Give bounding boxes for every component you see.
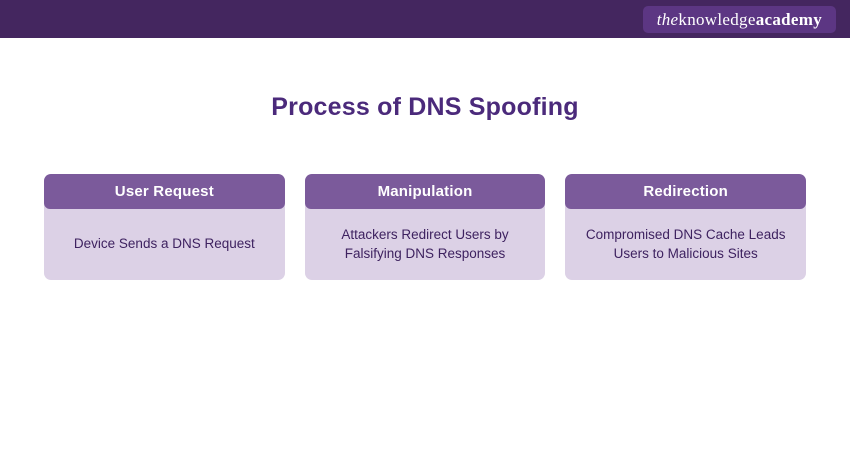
step-card-body: Attackers Redirect Users by Falsifying D…	[341, 227, 509, 261]
top-bar: theknowledgeacademy	[0, 0, 850, 38]
step-card-user-request: User Request Device Sends a DNS Request	[44, 174, 285, 280]
step-card-header: User Request	[44, 174, 285, 209]
logo-the: the	[656, 9, 679, 29]
process-steps: User Request Device Sends a DNS Request …	[0, 174, 850, 280]
step-card-body: Device Sends a DNS Request	[73, 236, 255, 252]
step-card-header: Redirection	[565, 174, 807, 209]
step-card-manipulation: Manipulation Attackers Redirect Users by…	[304, 174, 546, 280]
logo-academy: academy	[755, 9, 822, 29]
step-card-redirection: Redirection Compromised DNS Cache Leads …	[565, 174, 807, 280]
page-title: Process of DNS Spoofing	[271, 93, 579, 121]
step-card-header: Manipulation	[304, 174, 546, 209]
logo-knowledge: knowledge	[678, 9, 756, 29]
step-card-body: Compromised DNS Cache Leads Users to Mal…	[585, 227, 786, 261]
brand-logo: theknowledgeacademy	[642, 5, 836, 33]
